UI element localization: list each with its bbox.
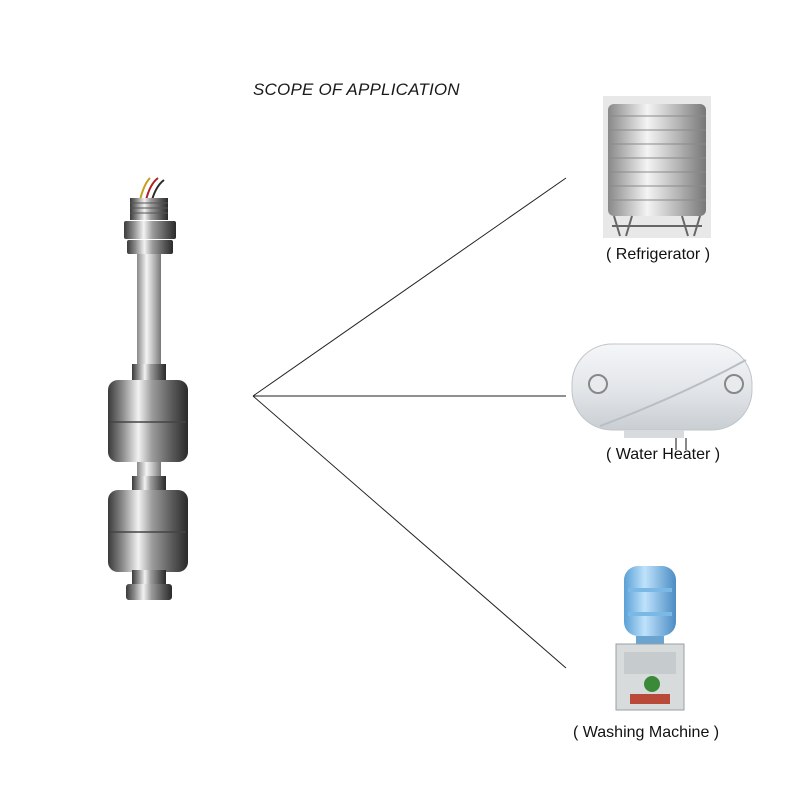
float-level-switch-icon bbox=[108, 177, 188, 600]
connector-line-refrigerator bbox=[252, 177, 567, 397]
application-label-refrigerator: ( Refrigerator ) bbox=[606, 246, 711, 263]
connector-lines bbox=[252, 177, 567, 669]
stainless-water-tank-icon bbox=[603, 96, 711, 238]
application-label-washing-machine: ( Washing Machine ) bbox=[573, 724, 720, 741]
connector-line-washing-machine bbox=[252, 395, 567, 669]
water-heater-icon bbox=[571, 343, 753, 450]
water-dispenser-icon bbox=[615, 566, 685, 711]
page-title: SCOPE OF APPLICATION bbox=[253, 80, 460, 99]
application-label-water-heater: ( Water Heater ) bbox=[606, 446, 721, 463]
